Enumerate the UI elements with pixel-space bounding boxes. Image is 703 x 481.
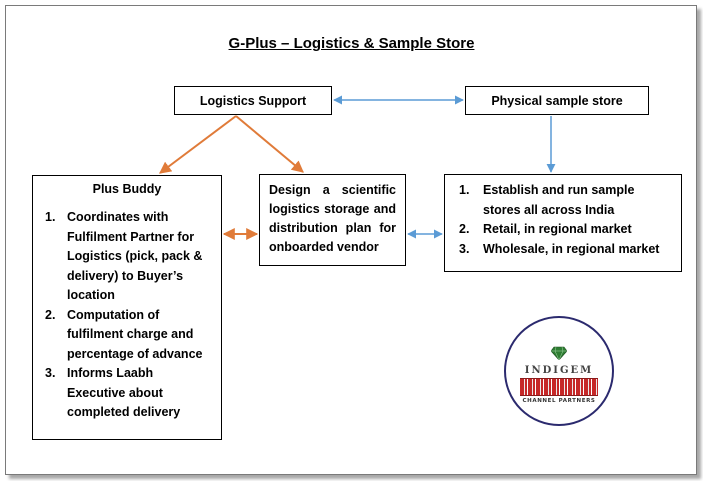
diagram-title: G-Plus – Logistics & Sample Store — [228, 35, 475, 52]
design-plan-box: Design a scientific logistics storage an… — [259, 174, 406, 266]
indigem-logo: INDIGEM CHANNEL PARTNERS — [504, 316, 614, 426]
list-item-number: 2. — [459, 222, 470, 236]
list-item-number: 1. — [459, 183, 470, 197]
list-item: 2. Retail, in regional market — [457, 220, 671, 240]
list-item: 1. Coordinates with Fulfilment Partner fo… — [41, 208, 213, 306]
physical-sample-store-label: Physical sample store — [491, 93, 623, 108]
logo-name: INDIGEM — [524, 365, 594, 376]
plus-buddy-title: Plus Buddy — [92, 182, 162, 196]
logo-tagline: CHANNEL PARTNERS — [522, 398, 596, 404]
design-plan-text: Design a scientific logistics storage an… — [269, 183, 396, 254]
arrow-logistics-to-design — [235, 115, 304, 173]
logistics-support-label: Logistics Support — [199, 93, 307, 108]
physical-sample-store-box: Physical sample store — [465, 86, 649, 115]
logo-band — [520, 378, 598, 396]
list-item-number: 1. — [45, 210, 56, 224]
list-item-text: Establish and run sample stores all acro… — [483, 183, 635, 217]
store-actions-list: 1. Establish and run sample stores all ac… — [457, 181, 671, 259]
list-item-number: 3. — [459, 241, 470, 256]
plus-buddy-list: 1. Coordinates with Fulfilment Partner fo… — [41, 208, 213, 423]
list-item-text: Coordinates with Fulfilment Partner for … — [67, 210, 203, 302]
list-item: 3. Informs Laabh Executive about complete… — [41, 364, 213, 423]
arrow-logistics-to-plus-buddy — [159, 115, 237, 174]
list-item-text: Retail, in regional market — [483, 222, 632, 236]
list-item-number: 2. — [45, 307, 56, 322]
logistics-support-box: Logistics Support — [174, 86, 332, 115]
gem-icon — [551, 346, 567, 360]
list-item-number: 3. — [45, 366, 56, 380]
list-item-text: Computation of fulfilment charge and per… — [67, 307, 203, 361]
store-actions-box: 1. Establish and run sample stores all ac… — [444, 174, 682, 272]
list-item: 1. Establish and run sample stores all ac… — [457, 181, 671, 220]
list-item: 2. Computation of fulfilment charge and p… — [41, 306, 213, 365]
list-item-text: Informs Laabh Executive about completed … — [67, 366, 181, 419]
list-item: 3. Wholesale, in regional market — [457, 240, 671, 260]
list-item-text: Wholesale, in regional market — [483, 241, 660, 256]
plus-buddy-box: Plus Buddy 1. Coordinates with Fulfilment… — [32, 175, 222, 440]
